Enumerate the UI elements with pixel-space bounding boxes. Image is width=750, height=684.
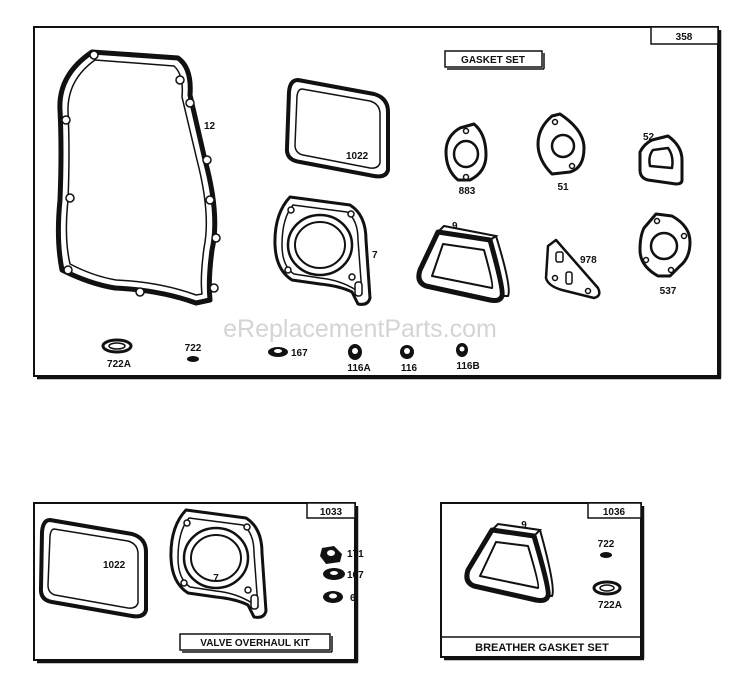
part-label: 167 [347, 570, 364, 581]
part-label: 116B [456, 361, 479, 372]
seal-722-part [600, 552, 612, 558]
seal-116B-part [456, 343, 468, 357]
rocker-cover-gasket-part [38, 518, 148, 619]
part-label: 51 [557, 182, 569, 193]
panel-title: VALVE OVERHAUL KIT [200, 638, 309, 649]
gasket-537-part [638, 212, 692, 278]
breather-gasket-part [464, 522, 554, 603]
gasket-51-part [536, 112, 586, 176]
part-label: 6 [350, 593, 356, 604]
part-label: 722 [185, 343, 202, 354]
part-label: 171 [347, 549, 364, 560]
part-label: 537 [660, 286, 677, 297]
cylinder-head-gasket-part [273, 195, 372, 306]
cylinder-head-gasket-part [169, 508, 268, 619]
seal-167-part [323, 568, 345, 580]
part-label: 116A [347, 363, 370, 374]
part-label: 722A [598, 600, 622, 611]
watermark: eReplacementParts.com [223, 315, 497, 343]
panel-title: BREATHER GASKET SET [475, 642, 609, 654]
part-label: 883 [459, 186, 476, 197]
panel-number: 1036 [603, 507, 626, 518]
breather-gasket-set-panel: 1036 BREATHER GASKET SET 9 722 722A [440, 502, 645, 661]
part-label: 978 [580, 255, 597, 266]
nut-171-part [320, 546, 342, 564]
part-label: 7 [213, 573, 219, 584]
part-label: 116 [401, 363, 418, 374]
part-label: 12 [204, 121, 216, 132]
part-label: 9 [452, 221, 458, 232]
panel-title: GASKET SET [461, 55, 525, 66]
part-label: 722A [107, 359, 131, 370]
seal-116-part [400, 345, 414, 359]
gasket-883-part [444, 122, 488, 182]
part-label: 52 [643, 132, 655, 143]
rocker-cover-gasket-part [284, 78, 390, 179]
part-label: 1022 [103, 560, 126, 571]
part-label: 167 [291, 348, 308, 359]
gasket-52-part [638, 134, 684, 186]
seal-722-part [187, 356, 199, 362]
part-label: 9 [521, 520, 527, 531]
gasket-set-panel: 358 GASKET SET 12 1022 [33, 26, 722, 380]
part-label: 7 [372, 250, 378, 261]
panel-number: 1033 [320, 507, 343, 518]
part-label: 1022 [346, 151, 369, 162]
breather-gasket-part [416, 224, 510, 303]
washer-6-part [323, 591, 343, 603]
panel-number: 358 [676, 32, 693, 43]
plate-978-part [544, 238, 601, 300]
seal-116A-part [348, 344, 362, 360]
crankcase-gasket-part [55, 49, 221, 306]
seal-722A-part [101, 338, 133, 354]
valve-overhaul-kit-panel: 1033 VALVE OVERHAUL KIT 1022 7 [33, 502, 364, 664]
seal-722A-part [592, 580, 622, 596]
part-label: 722 [598, 539, 615, 550]
seal-167-part [268, 347, 288, 357]
